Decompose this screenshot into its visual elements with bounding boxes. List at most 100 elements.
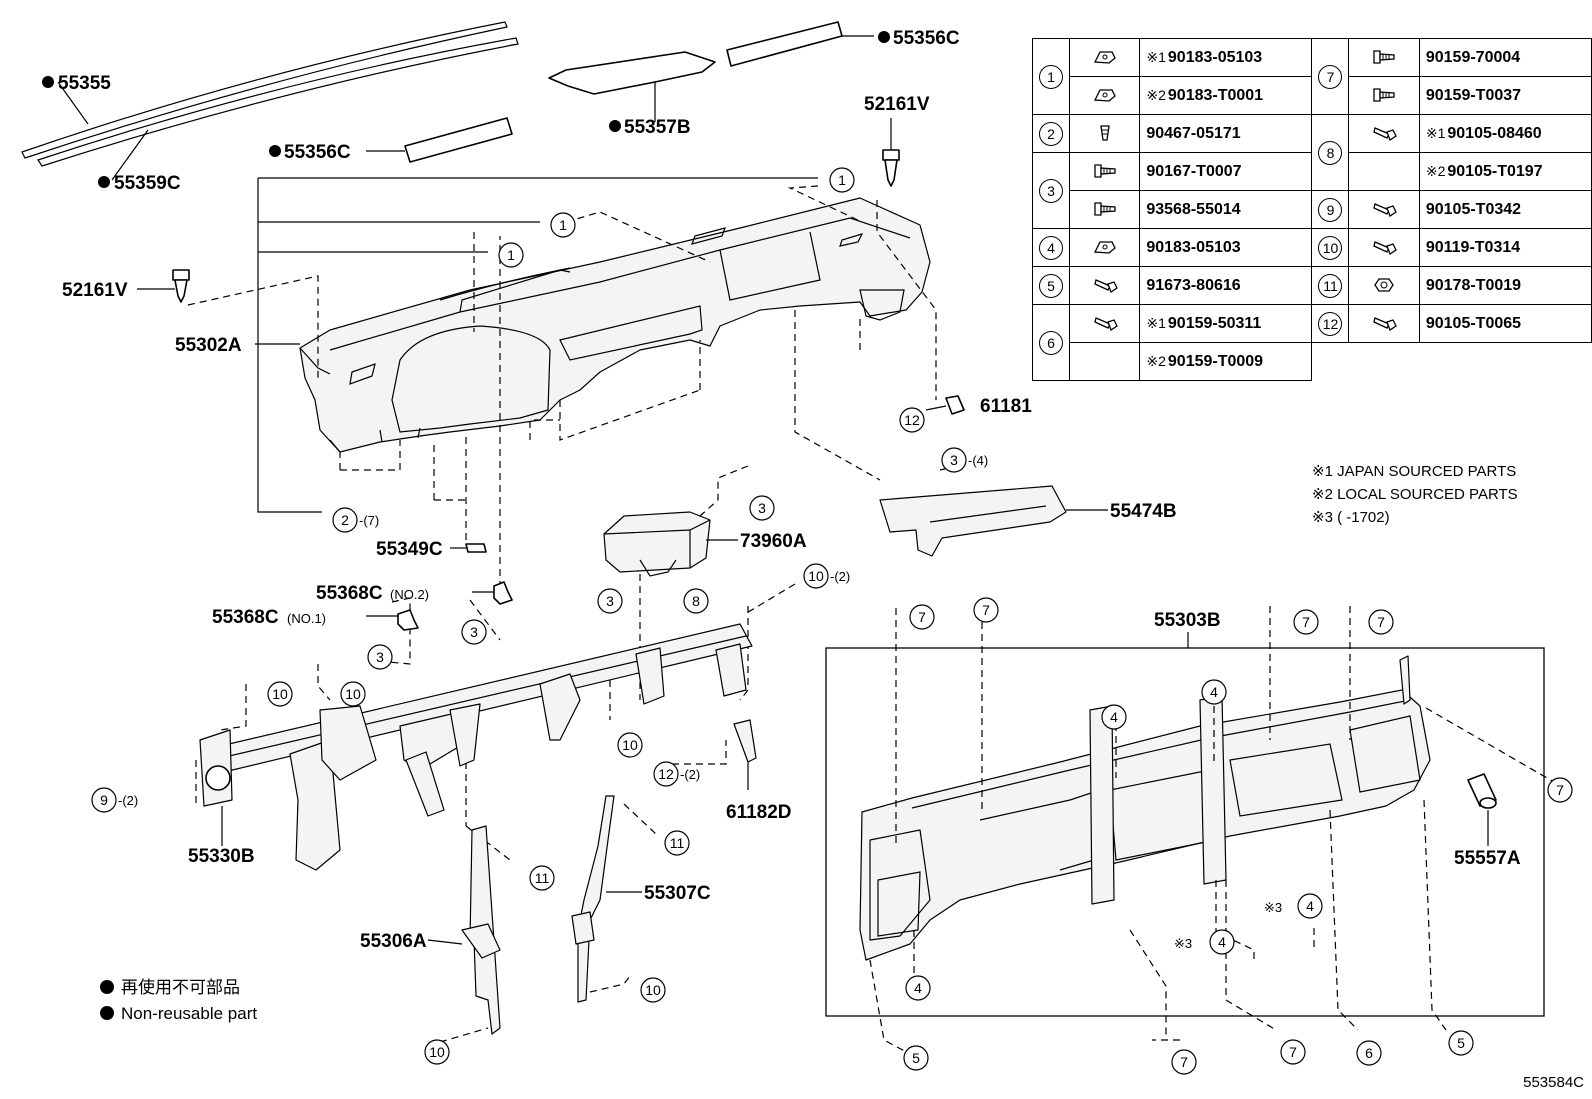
svg-text:5: 5 xyxy=(912,1050,920,1066)
svg-text:※3: ※3 xyxy=(1174,936,1192,951)
clip-nut-icon xyxy=(1092,49,1118,66)
leader-61181-ref xyxy=(925,405,947,411)
clip-icon xyxy=(1092,125,1118,142)
callout-52161V-right: 52161V xyxy=(864,94,930,115)
callout-52161V-left: 52161V xyxy=(62,280,128,301)
clip-nut-icon xyxy=(1092,239,1118,256)
callout-55306A: 55306A xyxy=(360,931,427,952)
svg-text:10: 10 xyxy=(429,1044,445,1060)
non-reusable-dot xyxy=(609,120,621,132)
svg-text:4: 4 xyxy=(1306,898,1314,914)
svg-text:6: 6 xyxy=(1365,1045,1373,1061)
non-reusable-dot xyxy=(269,145,281,157)
legend-ref-circle: 1 xyxy=(1039,64,1063,89)
note-date-range: ※3 ( -1702) xyxy=(1312,509,1390,526)
ref-7d: 7 xyxy=(1368,609,1394,635)
svg-text:12: 12 xyxy=(904,412,920,428)
ref-1b: 1 xyxy=(550,212,576,238)
nut-icon xyxy=(1371,277,1397,294)
ref-3a: 3 xyxy=(749,495,775,521)
svg-text:7: 7 xyxy=(1556,782,1564,798)
legend-ref-circle: 3 xyxy=(1039,178,1063,203)
panel-frame-55303B xyxy=(859,655,1431,961)
svg-text:10: 10 xyxy=(345,686,361,702)
clip-52161V-left xyxy=(172,269,190,303)
bracket-61181 xyxy=(945,395,965,415)
callout-55557A: 55557A xyxy=(1454,848,1521,869)
svg-text:11: 11 xyxy=(535,870,550,886)
clip-55349C xyxy=(465,543,487,553)
dashed-leaders xyxy=(187,185,966,1043)
svg-text:12: 12 xyxy=(658,766,674,782)
pad-55356C-top xyxy=(726,21,843,67)
non-reusable-dot-icon xyxy=(100,1006,114,1020)
bolt-icon xyxy=(1371,201,1397,218)
brace-55306A xyxy=(461,825,501,1035)
svg-text:3: 3 xyxy=(950,452,958,468)
non-reusable-dot xyxy=(98,176,110,188)
svg-text:7: 7 xyxy=(918,609,926,625)
ref-9: 9-(2) xyxy=(91,787,138,813)
ref-11b: 11 xyxy=(529,865,555,891)
screw-icon xyxy=(1092,201,1118,218)
note-japan-sourced: ※1 JAPAN SOURCED PARTS xyxy=(1312,463,1517,480)
svg-text:10: 10 xyxy=(622,737,638,753)
ref-4e: 4 xyxy=(905,975,931,1001)
ref-7g: 7 xyxy=(1280,1039,1306,1065)
legend-part-number: 90178-T0019 xyxy=(1418,266,1592,305)
callout-55303B: 55303B xyxy=(1154,610,1221,631)
callout-55357B: 55357B xyxy=(624,117,691,138)
ref-12a: 12 xyxy=(899,407,925,433)
legend-ref-circle: 6 xyxy=(1039,330,1063,355)
ref-5b: 5 xyxy=(1448,1030,1474,1056)
legend-part-number: 93568-55014 xyxy=(1139,190,1313,229)
legend-part-number: 90105-T0342 xyxy=(1418,190,1592,229)
callout-55330B: 55330B xyxy=(188,846,255,867)
legend-ref-circle: 9 xyxy=(1318,197,1343,222)
ref-1a: 1 xyxy=(829,167,855,193)
ref-3b: 3 xyxy=(597,588,623,614)
non-reusable-dot xyxy=(42,76,54,88)
ref-7f: 7 xyxy=(1171,1049,1197,1075)
ref-10e: 10 xyxy=(640,977,666,1003)
svg-text:4: 4 xyxy=(914,980,922,996)
bolt-icon xyxy=(1371,125,1397,142)
svg-text:9: 9 xyxy=(100,792,108,808)
leader-55359C xyxy=(111,129,149,181)
legend-part-number: 90467-05171 xyxy=(1139,114,1313,153)
ref-7a: 7 xyxy=(909,604,935,630)
svg-text:※3: ※3 xyxy=(1264,900,1282,915)
ref-11a: 11 xyxy=(664,830,690,856)
ref-4a: 4 xyxy=(1101,704,1127,730)
source-notes: ※1 JAPAN SOURCED PARTS ※2 LOCAL SOURCED … xyxy=(1312,460,1518,529)
callout-55356C-mid: 55356C xyxy=(284,142,351,163)
legend-part-number: 90105-T0065 xyxy=(1418,304,1592,343)
clip-52161V-right xyxy=(882,149,900,187)
callout-55355: 55355 xyxy=(58,73,111,94)
pad-55356C-mid xyxy=(404,117,513,163)
svg-text:1: 1 xyxy=(838,172,846,188)
non-reusable-en: Non-reusable part xyxy=(100,1001,257,1027)
callout-61182D: 61182D xyxy=(726,802,792,823)
ref-3e: 3-(4) xyxy=(941,447,988,473)
non-reusable-jp: 再使用不可部品 xyxy=(100,975,257,1001)
illustration-id: 553584C xyxy=(1523,1074,1584,1091)
bolt-icon xyxy=(1092,315,1118,332)
svg-text:3: 3 xyxy=(606,593,614,609)
box-55303B xyxy=(825,647,1545,1017)
non-reusable-legend: 再使用不可部品 Non-reusable part xyxy=(100,975,257,1027)
legend-ref-circle: 10 xyxy=(1318,235,1343,260)
svg-text:7: 7 xyxy=(1180,1054,1188,1070)
ref-bracket-left xyxy=(257,178,322,513)
svg-text:4: 4 xyxy=(1210,684,1218,700)
reinforcement-55330B xyxy=(199,623,753,871)
legend-part-number: 90159-70004 xyxy=(1418,38,1592,77)
ref-4c: ※3 4 xyxy=(1264,893,1323,919)
clip-nut-icon xyxy=(1092,87,1118,104)
ref-10f: 10 xyxy=(424,1039,450,1065)
svg-text:3: 3 xyxy=(758,500,766,516)
